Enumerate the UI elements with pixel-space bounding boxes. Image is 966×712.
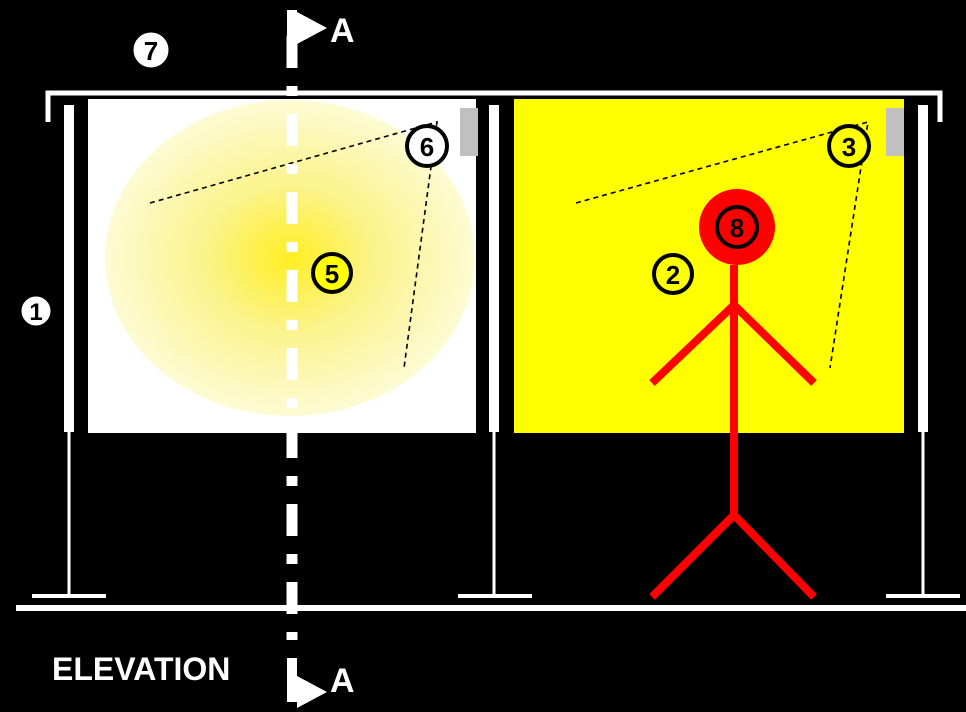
callout-occupant-head: 8 — [715, 205, 759, 249]
light-pool — [105, 100, 475, 416]
middle-post — [489, 105, 499, 432]
svg-text:1: 1 — [29, 299, 42, 326]
svg-text:2: 2 — [666, 260, 680, 290]
occupied-sensor-beam — [575, 120, 869, 369]
idle-sensor-beam — [149, 120, 438, 369]
callout-light-pool: 5 — [311, 252, 353, 294]
left-post — [64, 105, 74, 432]
svg-text:5: 5 — [325, 259, 339, 289]
section-flag-pole-top — [287, 10, 297, 56]
callout-occupied-sensor: 3 — [827, 124, 871, 168]
section-flag-pole-bottom — [287, 658, 297, 702]
callout-idle-sensor: 6 — [405, 124, 449, 168]
svg-text:3: 3 — [842, 132, 856, 162]
svg-text:7: 7 — [144, 36, 158, 66]
canopy-frame — [45, 90, 943, 122]
occupied-sensor — [886, 108, 904, 156]
occupant-figure — [649, 265, 817, 600]
section-label-top: A — [330, 12, 355, 50]
right-post — [918, 105, 928, 432]
section-arrow-bottom-icon — [297, 676, 327, 708]
ground-line — [16, 605, 966, 611]
svg-text:6: 6 — [420, 132, 434, 162]
diagram-title: ELEVATION — [52, 651, 230, 687]
idle-sensor — [460, 108, 478, 156]
callout-occupied-panel: 2 — [652, 253, 694, 295]
section-label-bottom: A — [330, 662, 355, 700]
section-arrow-top-icon — [297, 12, 327, 44]
svg-text:8: 8 — [730, 213, 744, 243]
callout-canopy: 7 — [130, 29, 172, 71]
callout-frame: 1 — [18, 293, 54, 329]
